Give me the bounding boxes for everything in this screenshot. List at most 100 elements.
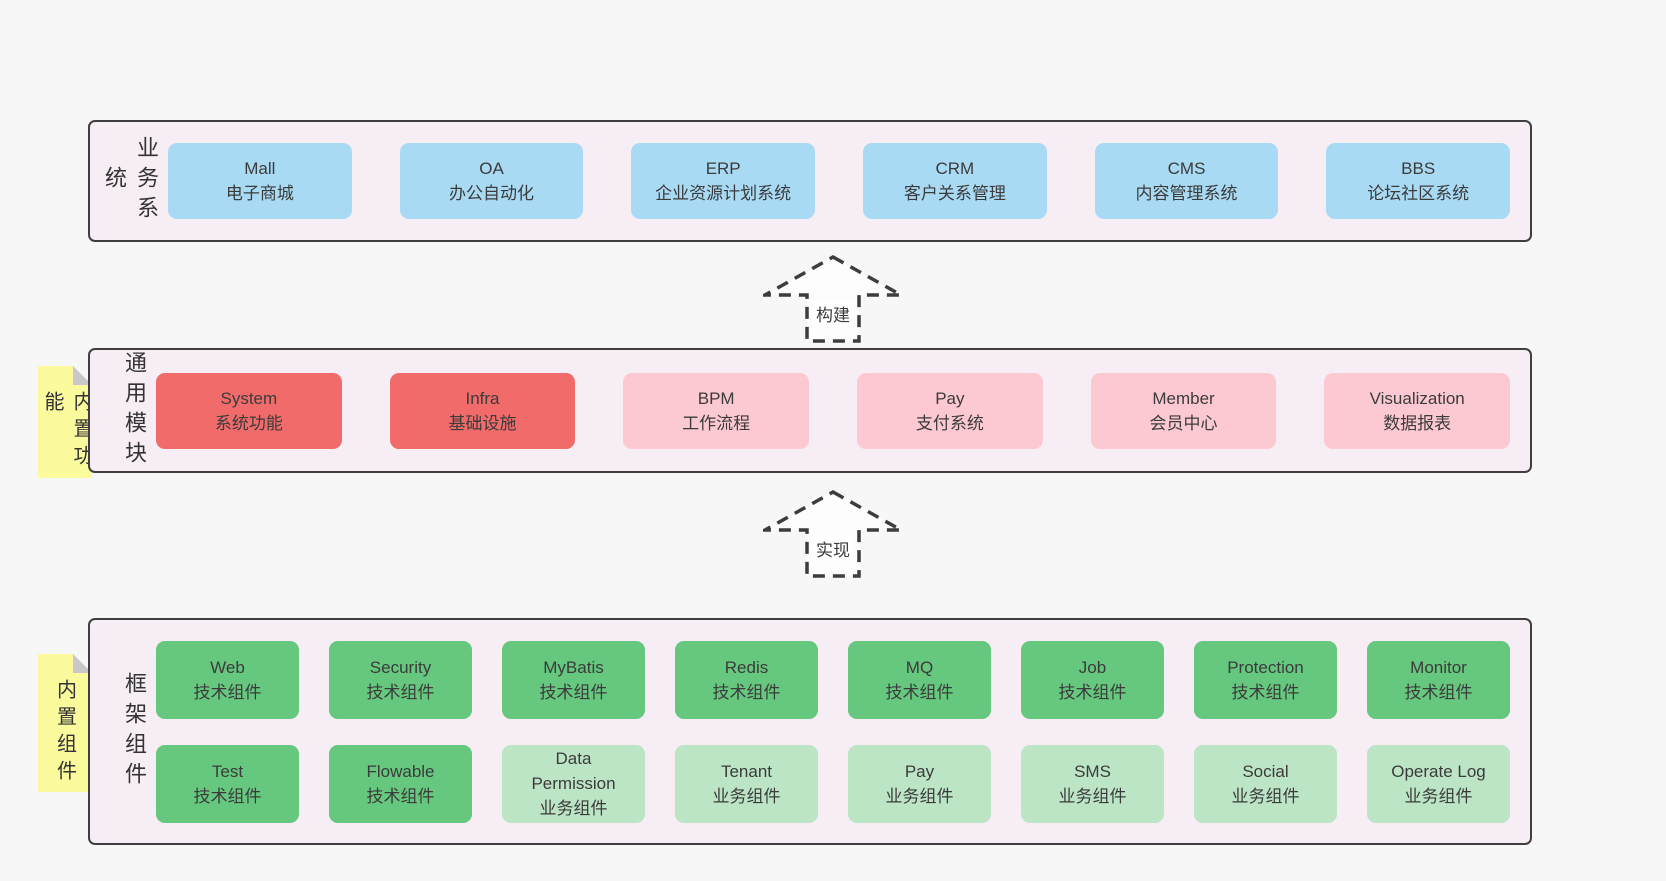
box-subtitle: 业务组件 <box>1404 786 1473 806</box>
box-title: Security <box>369 657 432 677</box>
box-subtitle: 业务组件 <box>885 786 954 806</box>
box-pay: Pay 支付系统 <box>857 372 1043 449</box>
box-subtitle: 技术组件 <box>1404 682 1473 702</box>
box-social: Social 业务组件 <box>1194 744 1337 823</box>
box-subtitle: 业务组件 <box>1058 786 1127 806</box>
box-subtitle: 客户关系管理 <box>903 184 1006 203</box>
box-subtitle: 业务组件 <box>712 786 781 806</box>
box-title: CMS <box>1167 159 1206 178</box>
box-monitor: Monitor 技术组件 <box>1367 640 1510 719</box>
box-title: Infra <box>465 388 500 408</box>
layer-title: 框架组件 <box>122 671 147 792</box>
box-title: SMS <box>1074 761 1111 781</box>
box-title: Protection <box>1227 657 1304 677</box>
layer-title: 通用模块 <box>122 350 147 471</box>
dashed-up-arrow <box>763 490 903 578</box>
box-title: BBS <box>1401 159 1436 178</box>
box-sms: SMS 业务组件 <box>1021 744 1164 823</box>
box-subtitle: 会员中心 <box>1149 413 1218 433</box>
box-subtitle: 技术组件 <box>1231 682 1300 702</box>
box-subtitle: 技术组件 <box>1058 682 1127 702</box>
arrow-label: 构建 <box>812 301 854 326</box>
sticky-note-label: 内置功能 <box>41 391 92 472</box>
arrow-label: 实现 <box>812 536 854 561</box>
box-title: Data Permission <box>531 749 616 793</box>
box-subtitle: 电子商城 <box>225 184 294 203</box>
box-title: ERP <box>705 159 741 178</box>
box-title: Monitor <box>1410 657 1467 677</box>
dashed-up-arrow <box>763 255 903 343</box>
box-protection: Protection 技术组件 <box>1194 640 1337 719</box>
box-title: Web <box>210 657 245 677</box>
box-subtitle: 办公自动化 <box>449 184 534 203</box>
common-modules-boxes: System 系统功能 Infra 基础设施 BPM 工作流程 Pay 支付系统… <box>150 372 1530 449</box>
box-title: Social <box>1242 761 1289 781</box>
box-mall: Mall 电子商城 <box>168 143 352 219</box>
business-systems-layer: 业务系统 Mall 电子商城 OA 办公自动化 ERP 企业资源计划系统 CRM… <box>88 120 1532 242</box>
box-infra: Infra 基础设施 <box>389 372 576 449</box>
box-title: Visualization <box>1369 388 1465 408</box>
box-title: Tenant <box>720 761 773 781</box>
layer-title: 业务系统 <box>102 136 159 226</box>
box-pay-business: Pay 业务组件 <box>848 744 991 823</box>
box-title: Pay <box>935 388 965 408</box>
box-subtitle: 内容管理系统 <box>1135 184 1238 203</box>
box-subtitle: 论坛社区系统 <box>1367 184 1470 203</box>
build-arrow-icon: 构建 <box>763 255 903 343</box>
framework-components-grid: Web 技术组件 Security 技术组件 MyBatis 技术组件 Redi… <box>150 640 1530 823</box>
box-subtitle: 基础设施 <box>448 413 517 433</box>
box-security: Security 技术组件 <box>329 640 472 719</box>
box-web: Web 技术组件 <box>156 640 299 719</box>
box-crm: CRM 客户关系管理 <box>863 143 1047 219</box>
box-subtitle: 技术组件 <box>539 682 608 702</box>
box-mq: MQ 技术组件 <box>848 640 991 719</box>
box-oa: OA 办公自动化 <box>399 143 584 219</box>
sticky-note-label: 内置组件 <box>53 679 76 787</box>
box-system: System 系统功能 <box>156 372 342 449</box>
box-title: OA <box>479 159 504 178</box>
box-title: CRM <box>935 159 975 178</box>
box-subtitle: 数据报表 <box>1383 413 1452 433</box>
box-subtitle: 系统功能 <box>214 413 283 433</box>
box-bpm: BPM 工作流程 <box>623 372 810 449</box>
business-systems-boxes: Mall 电子商城 OA 办公自动化 ERP 企业资源计划系统 CRM 客户关系… <box>162 143 1530 219</box>
box-title: Test <box>211 761 244 781</box>
box-subtitle: 业务组件 <box>1231 786 1300 806</box>
box-title: Redis <box>724 657 769 677</box>
implement-arrow-icon: 实现 <box>763 490 903 578</box>
box-erp: ERP 企业资源计划系统 <box>631 143 816 219</box>
box-title: System <box>220 388 278 408</box>
box-subtitle: 技术组件 <box>885 682 954 702</box>
box-redis: Redis 技术组件 <box>675 640 818 719</box>
box-subtitle: 技术组件 <box>712 682 781 702</box>
box-data-permission: Data Permission 业务组件 <box>502 744 645 823</box>
box-title: MQ <box>905 657 934 677</box>
box-member: Member 会员中心 <box>1090 372 1277 449</box>
box-job: Job 技术组件 <box>1021 640 1164 719</box>
box-title: Job <box>1078 657 1107 677</box>
box-subtitle: 技术组件 <box>366 682 435 702</box>
box-tenant: Tenant 业务组件 <box>675 744 818 823</box>
sticky-note-builtin-components: 内置组件 <box>38 654 92 792</box>
box-title: Member <box>1152 388 1215 408</box>
box-subtitle: 支付系统 <box>915 413 984 433</box>
box-test: Test 技术组件 <box>156 744 299 823</box>
box-mybatis: MyBatis 技术组件 <box>502 640 645 719</box>
box-subtitle: 业务组件 <box>539 799 608 818</box>
box-subtitle: 企业资源计划系统 <box>655 184 792 203</box>
box-subtitle: 技术组件 <box>193 786 262 806</box>
box-subtitle: 技术组件 <box>366 786 435 806</box>
box-flowable: Flowable 技术组件 <box>329 744 472 823</box>
box-title: Mall <box>244 159 276 178</box>
box-title: BPM <box>697 388 735 408</box>
sticky-note-builtin-features: 内置功能 <box>38 366 92 478</box>
box-title: MyBatis <box>543 657 604 677</box>
box-subtitle: 工作流程 <box>682 413 751 433</box>
box-title: Pay <box>904 761 935 781</box>
box-subtitle: 技术组件 <box>193 682 262 702</box>
box-bbs: BBS 论坛社区系统 <box>1326 143 1511 219</box>
framework-components-layer: 框架组件 Web 技术组件 Security 技术组件 MyBatis 技术组件… <box>88 618 1532 845</box>
box-title: Operate Log <box>1391 761 1486 781</box>
box-operate-log: Operate Log 业务组件 <box>1367 744 1510 823</box>
box-cms: CMS 内容管理系统 <box>1094 143 1279 219</box>
